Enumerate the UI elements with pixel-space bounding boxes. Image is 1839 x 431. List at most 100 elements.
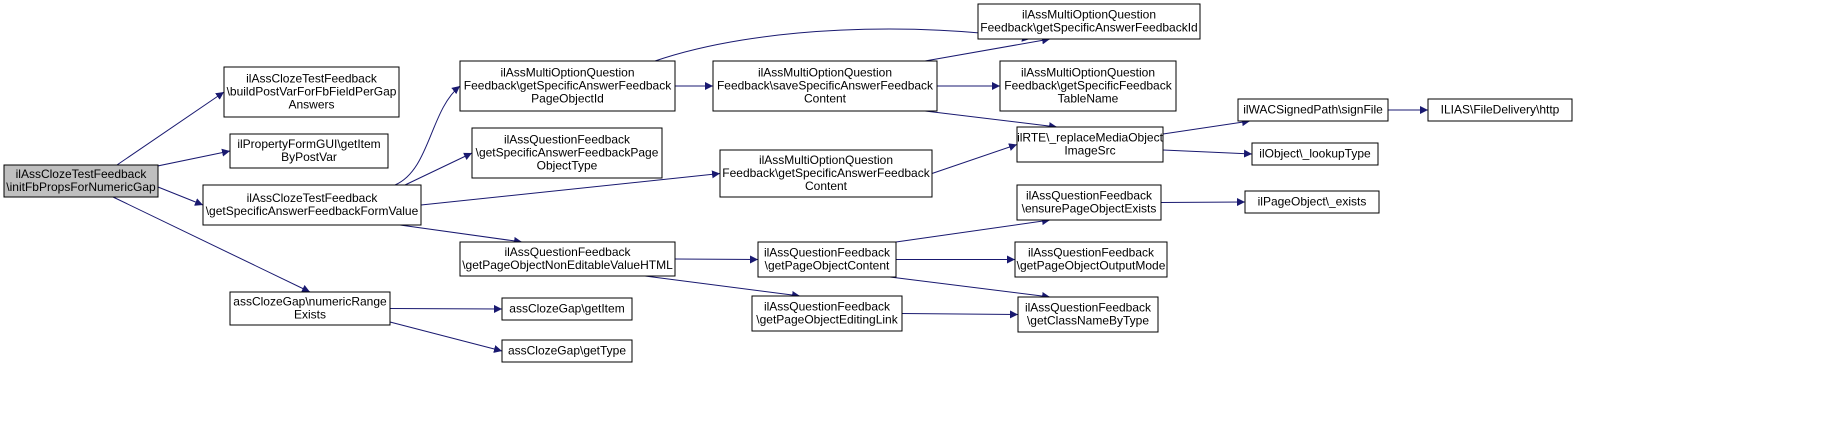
node-label-line: ilPropertyFormGUI\getItem [237,137,380,151]
node-box [1251,142,1379,166]
node-label-line: assClozeGap\getItem [509,302,624,316]
node-label-line: \getPageObjectContent [765,259,890,273]
function-node[interactable]: ilAssMultiOptionQuestionFeedback\saveSpe… [712,60,938,112]
function-node[interactable]: ilAssQuestionFeedback\getPageObjectOutpu… [1014,241,1168,278]
node-box [999,60,1177,112]
node-label-line: ImageSrc [1064,144,1115,158]
function-node[interactable]: ilAssQuestionFeedback\getPageObjectConte… [757,241,897,278]
node-box [977,3,1201,40]
function-node[interactable]: ilAssMultiOptionQuestionFeedback\getSpec… [999,60,1177,112]
node-label-line: \getClassNameByType [1027,314,1149,328]
node-box [1237,98,1389,122]
node-label-line: ilRTE\_replaceMediaObject [1017,131,1164,145]
node-label-line: Answers [288,98,334,112]
focus-function-node[interactable]: ilAssClozeTestFeedback\initFbPropsForNum… [3,164,159,198]
edge-n11-n15 [924,36,1051,62]
edge-n13-n18 [895,217,1051,243]
node-label-line: Feedback\getSpecificAnswerFeedbackId [980,21,1197,35]
node-label-line: ilAssQuestionFeedback [764,300,891,314]
node-label-line: Content [805,179,848,193]
node-box [751,295,903,332]
node-label-line: Content [804,92,847,106]
function-node[interactable]: ILIAS\FileDelivery\http [1427,98,1573,122]
node-label-line: ilAssQuestionFeedback [764,246,891,260]
node-label-line: \buildPostVarForFbFieldPerGap [227,85,397,99]
node-box [1244,190,1380,214]
function-node[interactable]: ilAssMultiOptionQuestionFeedback\getSpec… [459,60,676,112]
function-node[interactable]: ilAssClozeTestFeedback\getSpecificAnswer… [202,184,422,226]
edge-n1-n5 [112,196,311,293]
edge-n8-n13 [674,255,759,264]
node-box [229,291,391,326]
edge-n4-n6 [394,85,461,186]
function-node[interactable]: ilAssQuestionFeedback\getPageObjectEditi… [751,295,903,332]
function-node[interactable]: ilPageObject\_exists [1244,190,1380,214]
edge-n4-n7 [404,152,473,186]
function-node[interactable]: ilAssQuestionFeedback\getClassNameByType [1017,296,1159,333]
node-label-line: ilAssQuestionFeedback [504,133,631,147]
node-box [471,127,663,179]
node-label-line: ilAssQuestionFeedback [1028,246,1155,260]
edge-n6-n15 [654,28,1031,62]
function-node[interactable]: ilAssMultiOptionQuestionFeedback\getSpec… [977,3,1201,40]
edge-n17-n21 [1162,118,1251,135]
function-node[interactable]: assClozeGap\getType [501,339,633,363]
function-node[interactable]: ilAssQuestionFeedback\ensurePageObjectEx… [1016,184,1162,221]
node-label-line: Feedback\saveSpecificAnswerFeedback [717,79,934,93]
node-box [757,241,897,278]
node-label-line: ilAssQuestionFeedback [1026,189,1153,203]
node-label-line: ObjectType [537,159,598,173]
edge-layer [112,28,1428,353]
node-label-line: ilObject\_lookupType [1259,147,1371,161]
function-node[interactable]: assClozeGap\getItem [501,297,633,321]
node-label-line: ilPageObject\_exists [1258,195,1367,209]
node-label-line: Feedback\getSpecificAnswerFeedback [464,79,672,93]
function-node[interactable]: ilAssQuestionFeedback\getPageObjectNonEd… [459,241,676,277]
function-node[interactable]: ilAssClozeTestFeedback\buildPostVarForFb… [223,66,400,118]
node-box [1427,98,1573,122]
function-node[interactable]: ilAssQuestionFeedback\getSpecificAnswerF… [471,127,663,179]
function-node[interactable]: ilWACSignedPath\signFile [1237,98,1389,122]
node-label-line: ilAssMultiOptionQuestion [1021,66,1155,80]
node-label-line: assClozeGap\getType [508,344,626,358]
node-box [202,184,422,226]
node-box [501,297,633,321]
edge-n18-n23 [1160,198,1246,207]
edge-n17-n22 [1162,149,1253,158]
function-node[interactable]: ilAssMultiOptionQuestionFeedback\getSpec… [719,149,933,198]
node-label-line: assClozeGap\numericRange [233,295,387,309]
node-label-line: ILIAS\FileDelivery\http [1441,103,1560,117]
function-node[interactable]: ilObject\_lookupType [1251,142,1379,166]
edge-n5-n10 [389,321,503,353]
edge-n12-n17 [931,143,1018,174]
edge-n4-n12 [420,170,721,206]
node-box [3,164,159,198]
node-box [459,241,676,277]
node-box [712,60,938,112]
node-label-line: ilAssClozeTestFeedback [247,191,379,205]
node-box [223,66,400,118]
node-label-line: Feedback\getSpecificFeedback [1004,79,1172,93]
node-label-line: \initFbPropsForNumericGap [6,180,156,194]
node-box [229,133,389,169]
node-label-line: ilAssQuestionFeedback [1025,301,1152,315]
edge-n8-n14 [644,275,801,299]
node-label-line: ilAssMultiOptionQuestion [759,153,893,167]
node-layer: ilAssClozeTestFeedback\initFbPropsForNum… [3,3,1573,363]
node-label-line: \getPageObjectNonEditableValueHTML [462,258,673,272]
edge-n5-n9 [389,304,503,313]
node-label-line: \getSpecificAnswerFeedbackFormValue [206,204,419,218]
node-label-line: \getPageObjectOutputMode [1017,259,1166,273]
node-label-line: \getSpecificAnswerFeedbackPage [476,146,659,160]
node-label-line: Feedback\getSpecificAnswerFeedback [722,166,930,180]
node-label-line: ilAssMultiOptionQuestion [758,66,892,80]
edge-n4-n8 [399,224,523,245]
node-label-line: TableName [1058,92,1119,106]
node-label-line: ilAssMultiOptionQuestion [1022,8,1156,22]
node-label-line: ilAssClozeTestFeedback [16,167,148,181]
node-label-line: Exists [294,308,326,322]
